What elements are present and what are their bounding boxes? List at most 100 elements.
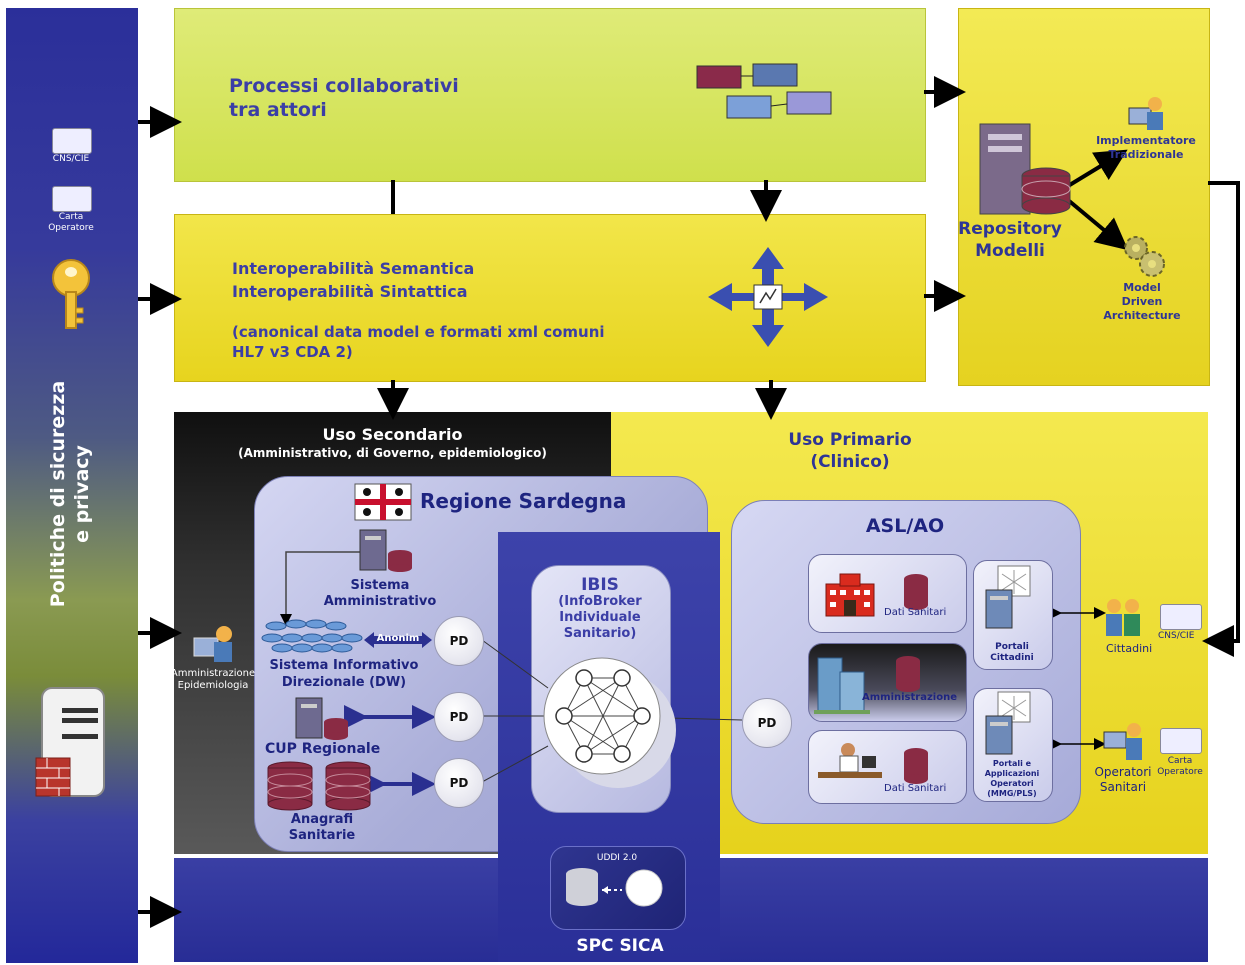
network-mesh-icon (543, 657, 676, 788)
operator-card-icon (1160, 728, 1202, 754)
citizens-icon (1106, 599, 1140, 636)
pd-node-dw: PD (434, 616, 484, 666)
citizen-portal-label: Portali Cittadini (973, 642, 1051, 664)
ibis-line-3: Sanitario) (563, 626, 637, 641)
mda-line-1: Model (1123, 281, 1161, 294)
operator-card-icon (52, 186, 92, 212)
doctor-unit-box (808, 730, 967, 804)
processes-title: Processi collaborativi tra attori (229, 74, 459, 122)
primary-line-2: (Clinico) (810, 452, 890, 472)
uddi-registry-icon (566, 868, 663, 907)
admin-system-icon (359, 529, 412, 572)
operators-card-line-1: Carta (1167, 756, 1193, 766)
policy-line-1: Politiche di sicurezza (47, 380, 69, 608)
smart-card-icon (52, 128, 92, 154)
anonim-arrow: Anonim (364, 632, 432, 648)
key-icon (52, 259, 90, 329)
pd-node-registry: PD (434, 758, 484, 808)
citizen-portal-line-1: Portali (995, 642, 1029, 652)
mda-label: Model Driven Architecture (1092, 281, 1192, 323)
data-warehouse-icon (261, 619, 363, 653)
dw-line-1: Sistema Informativo (269, 658, 419, 673)
admin-epi-line-1: Amministrazione (170, 668, 256, 679)
operator-apps-line-4: (MMG/PLS) (987, 789, 1037, 798)
pd-node-cup: PD (434, 692, 484, 742)
server-database-icon (979, 123, 1071, 215)
interop-line-1: Interoperabilità Semantica (232, 259, 475, 278)
carta-label-2: Operatore (48, 223, 94, 233)
citizen-portal-line-2: Cittadini (990, 653, 1034, 663)
operators-line-1: Operatori (1094, 765, 1152, 779)
asl-title: ASL/AO (865, 515, 945, 537)
operators-card-label: Carta Operatore (1150, 756, 1210, 778)
portal-server-icon (985, 565, 1031, 629)
pd-node-asl: PD (742, 698, 792, 748)
operator-apps-line-1: Portali e (992, 759, 1032, 768)
carta-operatore-label: Carta Operatore (36, 212, 106, 234)
processes-line-1: Processi collaborativi (229, 75, 459, 97)
citizens-card-label: CNS/CIE (1158, 631, 1195, 641)
repository-line-1: Repository (958, 219, 1062, 239)
operators-label: Operatori Sanitari (1086, 765, 1160, 795)
ibis-line-1: (InfoBroker (558, 594, 642, 609)
dw-line-2: Direzionale (DW) (281, 675, 407, 690)
developer-icon (1128, 97, 1163, 130)
interoperability-title: Interoperabilità Semantica Interoperabil… (232, 257, 474, 303)
database-icon (896, 656, 920, 692)
policy-title: Politiche di sicurezza e privacy (46, 364, 94, 624)
apps-server-icon (985, 691, 1031, 755)
repository-line-2: Modelli (975, 241, 1045, 261)
ibis-line-2: Individuale (559, 610, 641, 625)
security-policy-bar (6, 8, 138, 963)
cup-server-icon (295, 697, 348, 740)
secondary-subtitle: (Amministrativo, di Governo, epidemiolog… (238, 446, 547, 460)
registry-line-2: Sanitarie (288, 828, 356, 843)
firewall-server-icon (35, 687, 105, 797)
uddi-label: UDDI 2.0 (596, 853, 638, 863)
cup-label: CUP Regionale (265, 741, 381, 757)
primary-line-1: Uso Primario (788, 430, 912, 450)
office-building-icon (814, 657, 870, 714)
citizens-label: Cittadini (1106, 642, 1153, 655)
dati-sanitari-label-1: Dati Sanitari (884, 607, 947, 618)
registry-databases-icon (267, 761, 371, 811)
cns-cie-label: CNS/CIE (52, 154, 90, 164)
four-way-arrows-icon (708, 247, 828, 347)
doctor-desk-icon (818, 743, 882, 778)
operator-apps-line-2: Applicazioni (984, 769, 1040, 778)
hospital-building-icon (825, 573, 875, 617)
spc-sica-title: SPC SICA (576, 936, 664, 956)
mda-line-3: Architecture (1103, 309, 1181, 322)
gears-icon (1124, 236, 1165, 277)
ibis-title: IBIS (581, 575, 619, 595)
admin-epi-line-2: Epidemiologia (177, 680, 249, 691)
operator-apps-line-3: Operatori (990, 779, 1034, 788)
interop-line-2: Interoperabilità Sintattica (232, 282, 468, 301)
database-icon (904, 574, 928, 610)
interop-line-4: HL7 v3 CDA 2) (232, 343, 353, 361)
impl-line-1: Implementatore (1096, 134, 1196, 147)
operators-card-line-2: Operatore (1157, 767, 1203, 777)
registry-line-1: Anagrafi (290, 812, 354, 827)
processes-line-2: tra attori (229, 99, 327, 121)
secondary-title: Uso Secondario (322, 425, 463, 444)
region-title: Regione Sardegna (420, 489, 627, 513)
dw-label: Sistema Informativo Direzionale (DW) (256, 657, 432, 691)
primary-title: Uso Primario (Clinico) (740, 429, 960, 473)
operator-apps-label: Portali e Applicazioni Operatori (MMG/PL… (973, 759, 1051, 799)
anonim-label: Anonim (376, 633, 420, 644)
ibis-subtitle: (InfoBroker Individuale Sanitario) (531, 594, 669, 642)
impl-line-2: Tradizionale (1108, 148, 1184, 161)
implementer-label: Implementatore Tradizionale (1080, 134, 1212, 162)
smart-card-icon (1160, 604, 1202, 630)
policy-line-2: e privacy (71, 445, 93, 543)
operators-icon (1103, 723, 1142, 760)
sardinia-flag-icon (354, 483, 412, 521)
carta-label-1: Carta (58, 212, 84, 222)
epidemiology-user-icon (193, 626, 232, 662)
database-icon (904, 748, 928, 784)
interoperability-note: (canonical data model e formati xml comu… (232, 322, 605, 362)
dati-sanitari-label-2: Dati Sanitari (884, 783, 947, 794)
admin-system-label: Sistema Amministrativo (300, 578, 460, 610)
